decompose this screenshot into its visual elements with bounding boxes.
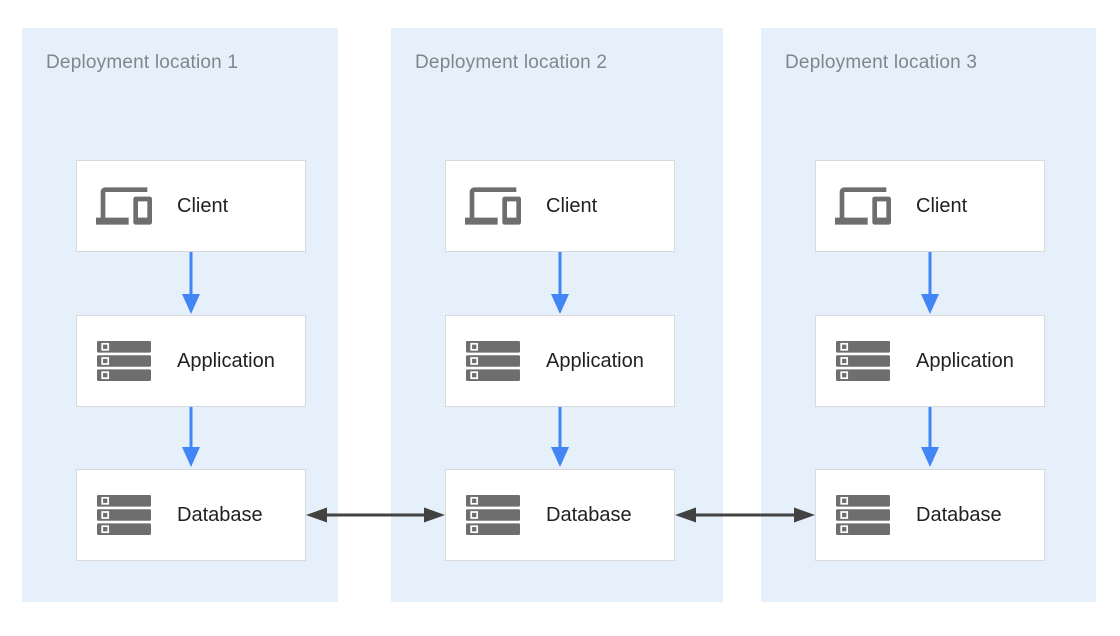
node-label: Application <box>916 349 1014 372</box>
server-stack-icon <box>95 495 153 535</box>
deployment-location-2-panel: Deployment location 2 Client App <box>391 28 723 602</box>
server-stack-icon <box>834 495 892 535</box>
application-node-location-3: Application <box>815 315 1045 407</box>
node-label: Database <box>916 503 1002 526</box>
node-label: Application <box>177 349 275 372</box>
application-node-location-2: Application <box>445 315 675 407</box>
deployment-location-1-panel: Deployment location 1 Client App <box>22 28 338 602</box>
node-label: Database <box>546 503 632 526</box>
panel-title: Deployment location 3 <box>785 52 978 73</box>
server-stack-icon <box>464 341 522 381</box>
node-label: Client <box>916 194 968 217</box>
database-node-location-1: Database <box>76 469 306 561</box>
server-stack-icon <box>834 341 892 381</box>
node-label: Database <box>177 503 263 526</box>
devices-icon <box>464 178 522 234</box>
application-node-location-1: Application <box>76 315 306 407</box>
node-label: Client <box>177 194 229 217</box>
client-node-location-3: Client <box>815 160 1045 252</box>
devices-icon <box>95 178 153 234</box>
panel-title: Deployment location 2 <box>415 52 608 73</box>
client-node-location-1: Client <box>76 160 306 252</box>
node-label: Client <box>546 194 598 217</box>
server-stack-icon <box>464 495 522 535</box>
deployment-location-3-panel: Deployment location 3 Client App <box>761 28 1096 602</box>
client-node-location-2: Client <box>445 160 675 252</box>
node-label: Application <box>546 349 644 372</box>
database-node-location-3: Database <box>815 469 1045 561</box>
server-stack-icon <box>95 341 153 381</box>
database-node-location-2: Database <box>445 469 675 561</box>
devices-icon <box>834 178 892 234</box>
panel-title: Deployment location 1 <box>46 52 239 73</box>
